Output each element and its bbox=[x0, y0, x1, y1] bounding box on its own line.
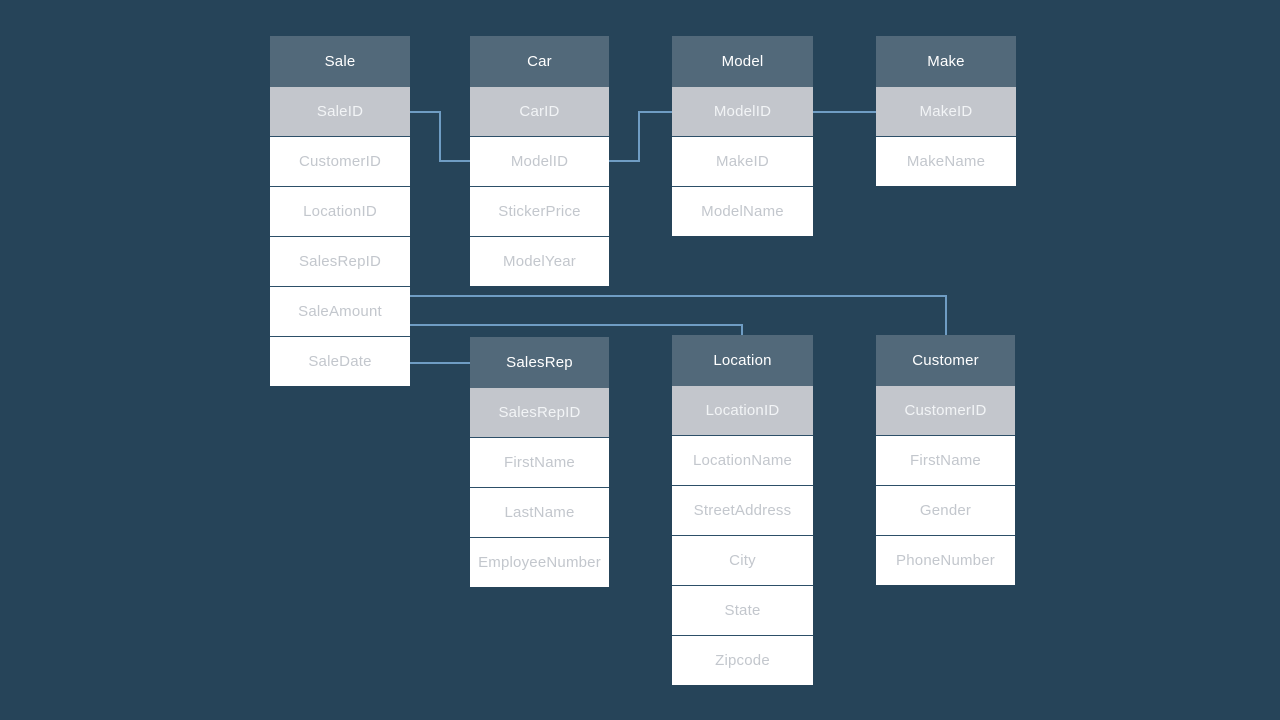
entity-header-salesrep: SalesRep bbox=[470, 337, 609, 387]
field-sale-saleamount[interactable]: SaleAmount bbox=[270, 286, 410, 336]
connector-car-to-model bbox=[605, 111, 676, 162]
entity-header-customer: Customer bbox=[876, 335, 1015, 385]
field-customer-customerid[interactable]: CustomerID bbox=[876, 385, 1015, 435]
field-sale-salesrepid[interactable]: SalesRepID bbox=[270, 236, 410, 286]
field-model-modelname[interactable]: ModelName bbox=[672, 186, 813, 236]
field-sale-saledate[interactable]: SaleDate bbox=[270, 336, 410, 386]
field-location-city[interactable]: City bbox=[672, 535, 813, 585]
entity-header-car: Car bbox=[470, 36, 609, 86]
entity-header-sale: Sale bbox=[270, 36, 410, 86]
field-salesrep-firstname[interactable]: FirstName bbox=[470, 437, 609, 487]
entity-header-model: Model bbox=[672, 36, 813, 86]
field-make-makeid[interactable]: MakeID bbox=[876, 86, 1016, 136]
field-location-locationname[interactable]: LocationName bbox=[672, 435, 813, 485]
field-location-zipcode[interactable]: Zipcode bbox=[672, 635, 813, 685]
field-customer-phonenumber[interactable]: PhoneNumber bbox=[876, 535, 1015, 585]
field-car-carid[interactable]: CarID bbox=[470, 86, 609, 136]
field-car-modelid[interactable]: ModelID bbox=[470, 136, 609, 186]
field-location-locationid[interactable]: LocationID bbox=[672, 385, 813, 435]
field-sale-saleid[interactable]: SaleID bbox=[270, 86, 410, 136]
field-car-modelyear[interactable]: ModelYear bbox=[470, 236, 609, 286]
field-location-state[interactable]: State bbox=[672, 585, 813, 635]
field-model-makeid[interactable]: MakeID bbox=[672, 136, 813, 186]
field-salesrep-employeenumber[interactable]: EmployeeNumber bbox=[470, 537, 609, 587]
entity-header-make: Make bbox=[876, 36, 1016, 86]
entity-header-location: Location bbox=[672, 335, 813, 385]
field-salesrep-salesrepid[interactable]: SalesRepID bbox=[470, 387, 609, 437]
connector-sale-to-car bbox=[404, 111, 474, 162]
field-make-makename[interactable]: MakeName bbox=[876, 136, 1016, 186]
field-model-modelid[interactable]: ModelID bbox=[672, 86, 813, 136]
field-sale-locationid[interactable]: LocationID bbox=[270, 186, 410, 236]
field-location-streetaddress[interactable]: StreetAddress bbox=[672, 485, 813, 535]
field-salesrep-lastname[interactable]: LastName bbox=[470, 487, 609, 537]
field-customer-gender[interactable]: Gender bbox=[876, 485, 1015, 535]
connector-sale-to-customer bbox=[406, 295, 947, 339]
field-customer-firstname[interactable]: FirstName bbox=[876, 435, 1015, 485]
field-car-stickerprice[interactable]: StickerPrice bbox=[470, 186, 609, 236]
field-sale-customerid[interactable]: CustomerID bbox=[270, 136, 410, 186]
